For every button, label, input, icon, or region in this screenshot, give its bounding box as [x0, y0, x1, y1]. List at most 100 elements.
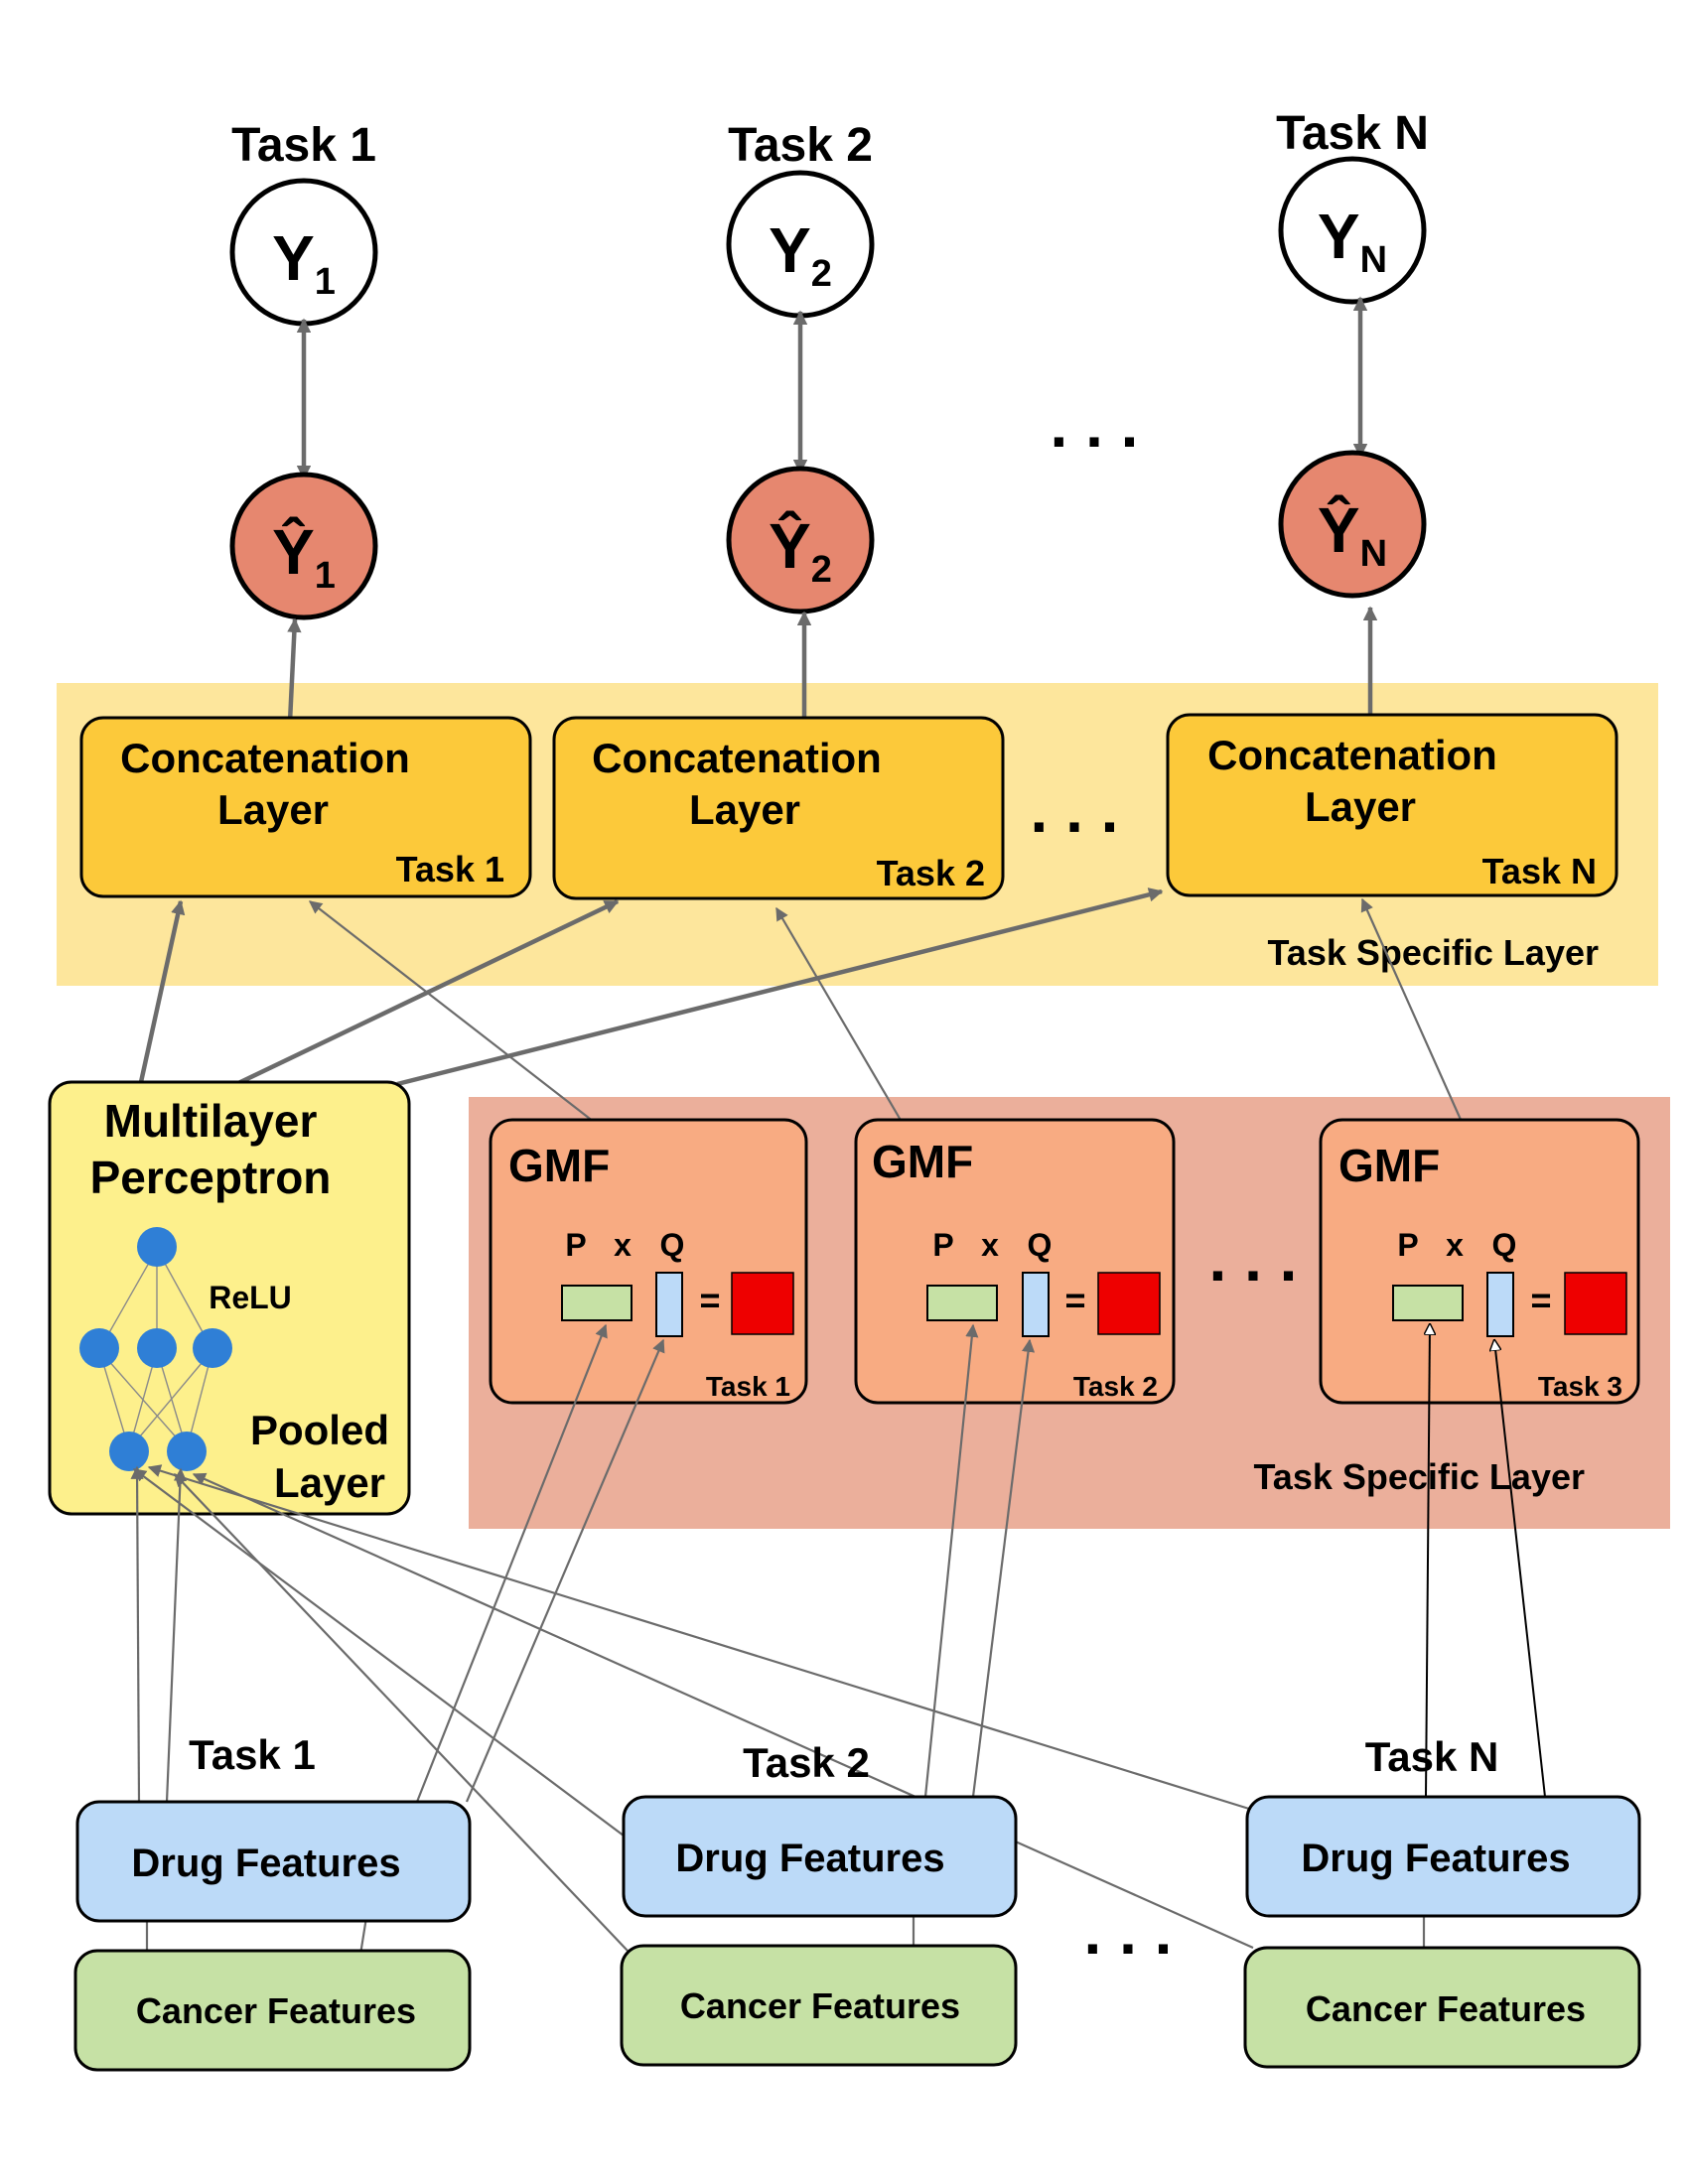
gmf-2-to-concat-arrow [775, 906, 903, 1123]
svg-text:Cancer Features: Cancer Features [1306, 1988, 1586, 2029]
svg-text:Layer: Layer [274, 1459, 385, 1506]
svg-text:Concatenation: Concatenation [1207, 732, 1497, 778]
neuron-output [137, 1227, 177, 1267]
bottom-task-label-1: Task 1 [189, 1731, 316, 1778]
task-column-n: Task N YN ŶN [1276, 107, 1429, 717]
feature-to-mlp-arrows [130, 1464, 1254, 1952]
svg-text:Cancer Features: Cancer Features [680, 1985, 960, 2026]
y-hat-circle [1278, 450, 1427, 599]
task-header: Task 1 [231, 119, 376, 172]
svg-text:Task 3: Task 3 [1538, 1371, 1622, 1402]
gmf-3-to-concat-arrow [1360, 897, 1464, 1123]
q-vector [1022, 1272, 1050, 1337]
svg-text:Task 2: Task 2 [1073, 1371, 1158, 1402]
feature-to-gmf-arrows [415, 1324, 1546, 1803]
svg-text:Drug Features: Drug Features [675, 1837, 944, 1880]
y-true-circle [1278, 156, 1427, 305]
ellipsis-top: . . . [1051, 389, 1139, 461]
q-vector [1486, 1272, 1514, 1337]
svg-text:x: x [614, 1227, 632, 1263]
y-hat-label: Ŷ1 [272, 515, 336, 597]
svg-text:P: P [1397, 1227, 1418, 1263]
svg-text:GMF: GMF [508, 1140, 610, 1191]
svg-text:Pooled: Pooled [250, 1407, 389, 1453]
cancer-features-box [1243, 1946, 1641, 2069]
q-vector [655, 1272, 683, 1337]
neuron-hidden-2 [137, 1328, 177, 1368]
neuron-hidden-3 [193, 1328, 232, 1368]
concat-box-task-2: Concatenation Layer Task 2 [552, 716, 1005, 900]
y-true-label: YN [1318, 201, 1387, 281]
mlp-to-concat-1-arrow [138, 899, 186, 1083]
svg-text:x: x [981, 1227, 999, 1263]
gmf-1-to-concat-arrow [308, 900, 595, 1123]
mlp-to-concat-n-arrow [396, 887, 1164, 1087]
task-header: Task 2 [728, 119, 873, 172]
bottom-task-label-n: Task N [1365, 1733, 1499, 1780]
task-column-2: Task 2 Y2 Ŷ2 [726, 119, 875, 720]
svg-text:Task 1: Task 1 [396, 849, 504, 889]
cancer-features-box [620, 1944, 1018, 2067]
p-vector [1392, 1285, 1464, 1321]
svg-text:Layer: Layer [1305, 783, 1416, 830]
svg-text:Perceptron: Perceptron [90, 1152, 332, 1203]
y-hat-label: Ŷ2 [769, 509, 832, 591]
ellipsis-bottom: . . . [1084, 1896, 1173, 1968]
bottom-task-label-2: Task 2 [743, 1739, 870, 1786]
mlp-box: Multilayer Perceptron ReLU Pooled Layer [48, 1080, 411, 1516]
y-true-label: Y2 [769, 214, 832, 295]
svg-text:=: = [1530, 1280, 1551, 1320]
result-square [731, 1272, 794, 1335]
svg-text:Q: Q [660, 1227, 685, 1263]
svg-text:x: x [1446, 1227, 1464, 1263]
task-column-1: Task 1 Y1 Ŷ1 [229, 119, 378, 723]
neuron-pooled-1 [109, 1432, 149, 1471]
cancer-features-box [73, 1949, 472, 2072]
svg-text:Drug Features: Drug Features [131, 1842, 400, 1885]
result-square [1097, 1272, 1161, 1335]
svg-text:P: P [565, 1227, 586, 1263]
svg-text:Layer: Layer [689, 786, 800, 833]
gmf-box-task-2: GMF P x Q = Task 2 [854, 1118, 1176, 1405]
svg-text:Multilayer: Multilayer [104, 1095, 318, 1147]
svg-text:Cancer Features: Cancer Features [136, 1990, 416, 2031]
features-task-n: Drug Features Cancer Features [1243, 1795, 1641, 2069]
features-task-2: Drug Features Cancer Features [620, 1795, 1018, 2067]
svg-text:Concatenation: Concatenation [592, 735, 882, 781]
svg-text:Drug Features: Drug Features [1301, 1837, 1570, 1880]
concat-box-task-n: Concatenation Layer Task N [1166, 713, 1618, 897]
svg-text:=: = [1064, 1280, 1085, 1320]
drug-features-box [622, 1795, 1018, 1918]
result-square [1564, 1272, 1627, 1335]
p-vector [926, 1285, 998, 1321]
drug-features-box [1245, 1795, 1641, 1918]
svg-text:Concatenation: Concatenation [120, 735, 410, 781]
svg-text:P: P [932, 1227, 953, 1263]
task-specific-label-top: Task Specific Layer [1267, 932, 1599, 973]
svg-text:ReLU: ReLU [209, 1280, 292, 1315]
y-true-label: Y1 [272, 222, 336, 303]
svg-text:Task N: Task N [1482, 851, 1597, 891]
gmf-box-task-1: GMF P x Q = Task 1 [489, 1118, 808, 1405]
drug-features-box [75, 1800, 472, 1923]
ellipsis-concat: . . . [1031, 774, 1119, 846]
svg-text:GMF: GMF [1338, 1140, 1440, 1191]
concat-box-task-1: Concatenation Layer Task 1 [79, 716, 532, 898]
svg-text:Q: Q [1492, 1227, 1517, 1263]
svg-text:Task 2: Task 2 [877, 853, 985, 893]
y-hat-circle [229, 472, 378, 620]
svg-text:GMF: GMF [872, 1136, 973, 1187]
ellipsis-gmf: . . . [1209, 1223, 1298, 1295]
features-task-1: Drug Features Cancer Features [73, 1800, 472, 2072]
y-hat-label: ŶN [1318, 493, 1387, 575]
svg-text:=: = [699, 1280, 720, 1320]
concat-to-yhat-arrow [287, 617, 302, 723]
svg-text:Task 1: Task 1 [706, 1371, 790, 1402]
task-specific-label-gmf: Task Specific Layer [1253, 1456, 1585, 1497]
gmf-box-task-3: GMF P x Q = Task 3 [1319, 1118, 1640, 1405]
neuron-pooled-2 [167, 1432, 207, 1471]
neuron-hidden-1 [79, 1328, 119, 1368]
p-vector [561, 1285, 633, 1321]
